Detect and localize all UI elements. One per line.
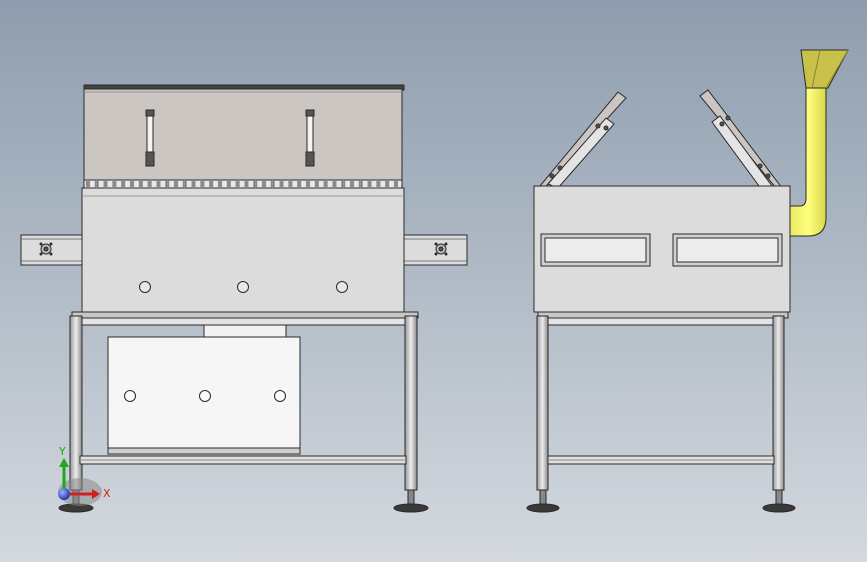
cabinet-port-icon xyxy=(139,281,151,293)
side-frame xyxy=(526,311,796,513)
brush-tooth xyxy=(112,181,117,187)
brush-tooth xyxy=(94,181,99,187)
y-axis-label: Y xyxy=(58,445,66,458)
brush-tooth xyxy=(174,181,178,187)
brush-tooth xyxy=(218,181,222,187)
front-view[interactable] xyxy=(20,84,468,513)
lid-handle-right[interactable] xyxy=(305,109,315,167)
cabinet-port-icon xyxy=(237,281,249,293)
front-cabinet[interactable] xyxy=(81,187,405,313)
brush-tooth xyxy=(244,181,249,187)
brush-tooth xyxy=(121,181,126,187)
brush-tooth xyxy=(341,181,346,187)
brush-tooth xyxy=(385,181,390,187)
control-box-port-icon xyxy=(274,390,286,402)
brush-tooth xyxy=(288,181,293,187)
right-conveyor-rail xyxy=(403,234,468,266)
brush-tooth xyxy=(200,181,205,187)
brush-tooth xyxy=(191,181,196,187)
brush-tooth xyxy=(226,181,231,187)
leveling-foot-icon xyxy=(762,503,796,513)
brush-tooth xyxy=(138,181,143,187)
brush-tooth xyxy=(130,181,134,187)
brush-tooth xyxy=(297,181,302,187)
brush-tooth xyxy=(235,181,240,187)
side-cabinet[interactable] xyxy=(533,185,791,313)
side-view[interactable] xyxy=(526,49,849,513)
front-lid[interactable] xyxy=(83,84,405,189)
z-axis-icon xyxy=(58,488,70,500)
brush-tooth xyxy=(350,181,354,187)
brush-tooth xyxy=(147,181,152,187)
control-box[interactable] xyxy=(107,324,301,455)
brush-tooth xyxy=(279,181,284,187)
brush-tooth xyxy=(376,181,381,187)
control-box-port-icon xyxy=(199,390,211,402)
coordinate-triad[interactable]: X Y xyxy=(58,445,111,506)
leveling-foot-icon xyxy=(393,503,429,513)
brush-tooth xyxy=(323,181,328,187)
brush-tooth xyxy=(394,181,398,187)
brush-teeth xyxy=(86,181,398,187)
brush-tooth xyxy=(306,181,310,187)
brush-tooth xyxy=(209,181,214,187)
brush-tooth xyxy=(86,181,90,187)
brush-tooth xyxy=(156,181,161,187)
brush-tooth xyxy=(182,181,187,187)
brush-tooth xyxy=(367,181,372,187)
control-box-port-icon xyxy=(124,390,136,402)
x-axis-label: X xyxy=(103,487,111,500)
brush-tooth xyxy=(332,181,337,187)
brush-tooth xyxy=(262,181,266,187)
cabinet-port-icon xyxy=(336,281,348,293)
brush-tooth xyxy=(253,181,258,187)
brush-tooth xyxy=(270,181,275,187)
front-frame xyxy=(58,311,429,513)
leveling-foot-icon xyxy=(526,503,560,513)
brush-tooth xyxy=(314,181,319,187)
left-conveyor-rail xyxy=(20,234,84,266)
brush-tooth xyxy=(103,181,108,187)
brush-tooth xyxy=(358,181,363,187)
brush-tooth xyxy=(165,181,170,187)
lid-handle-left[interactable] xyxy=(145,109,155,167)
